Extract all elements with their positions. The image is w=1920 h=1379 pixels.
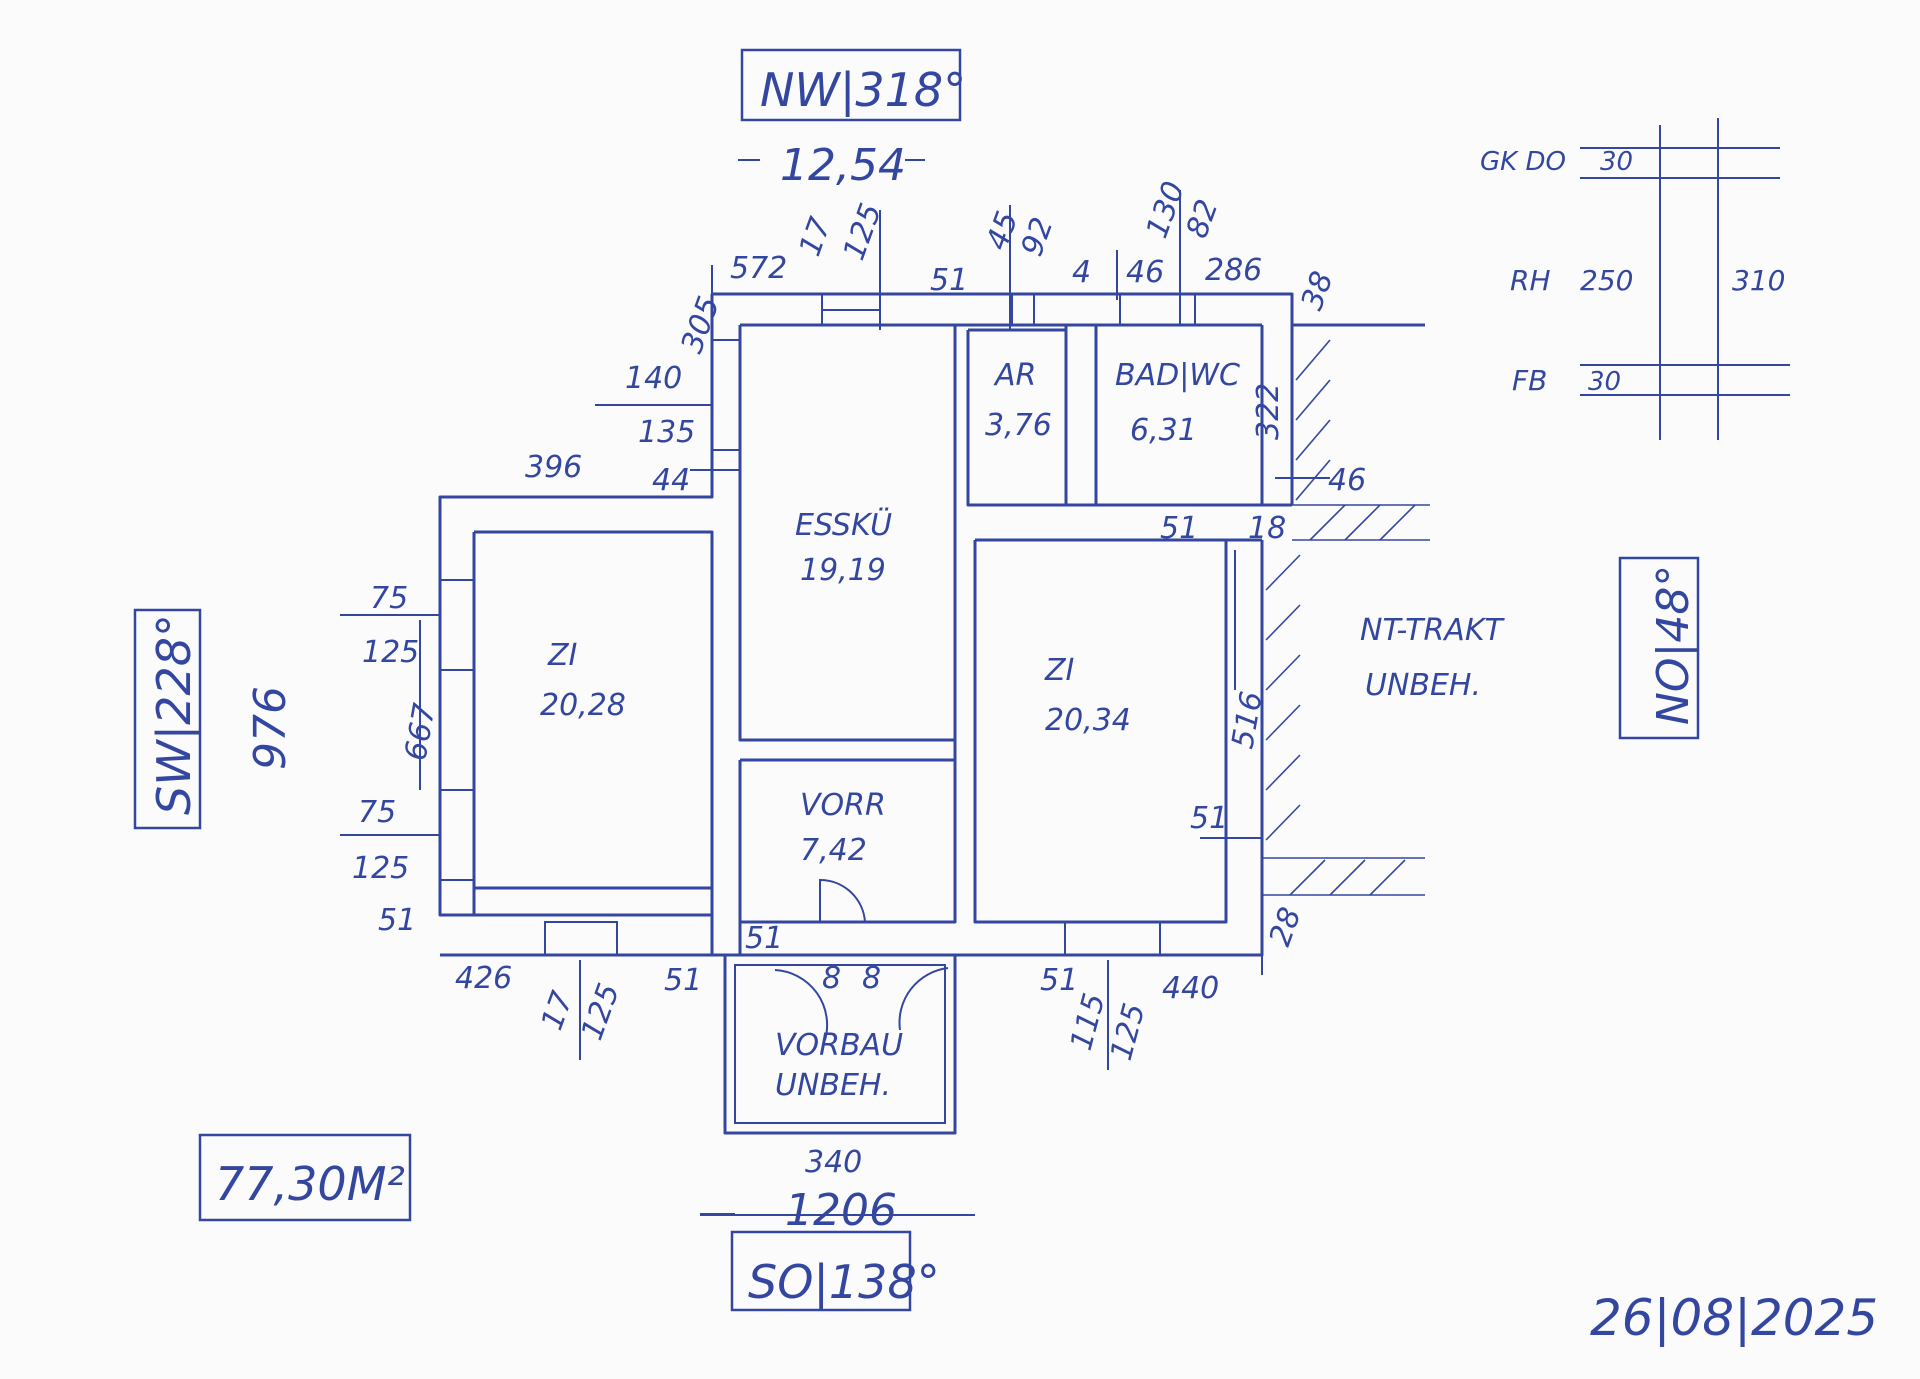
label-nw: NW|318° xyxy=(760,63,966,118)
section-rh: RH xyxy=(1510,264,1551,297)
section-250: 250 xyxy=(1580,264,1633,297)
room-bad-area: 6,31 xyxy=(1130,413,1197,448)
dim-426: 426 xyxy=(455,961,512,996)
dim-38: 38 xyxy=(1295,267,1341,315)
dim-286: 286 xyxy=(1205,253,1262,288)
dim-51e: 51 xyxy=(664,963,702,998)
room-zi-left-area: 20,28 xyxy=(540,688,626,723)
orientation-no: NO|48° xyxy=(1618,556,1700,740)
dim-322: 322 xyxy=(1251,383,1286,440)
hatch-area xyxy=(1262,324,1430,896)
section-gk-do: GK DO xyxy=(1480,147,1566,177)
bottom-length: 1206 xyxy=(785,1185,897,1236)
room-vorr-name: VORR xyxy=(800,788,886,823)
top-length: 12,54 xyxy=(780,140,906,191)
left-height: 976 xyxy=(245,686,296,770)
orientation-sw: SW|228° xyxy=(133,608,202,830)
room-nt-line2: UNBEH. xyxy=(1365,668,1481,703)
room-zi-right-name: ZI xyxy=(1044,653,1075,688)
dim-572: 572 xyxy=(730,251,787,286)
dim-667: 667 xyxy=(398,701,442,763)
section-310: 310 xyxy=(1732,264,1785,297)
room-esskue-area: 19,19 xyxy=(800,553,886,588)
dim-125b: 125 xyxy=(362,635,419,670)
dim-44: 44 xyxy=(652,463,690,498)
orientation-nw: NW|318° xyxy=(740,48,966,122)
section-30a: 30 xyxy=(1600,147,1633,177)
dim-51a: 51 xyxy=(930,263,968,298)
date: 26|08|2025 xyxy=(1590,1289,1878,1347)
dim-51d: 51 xyxy=(1190,801,1228,836)
dim-8a: 8 xyxy=(822,961,841,996)
room-esskue-name: ESSKÜ xyxy=(795,507,892,543)
room-nt-line1: NT-TRAKT xyxy=(1360,613,1505,648)
section-30b: 30 xyxy=(1588,367,1621,397)
room-vorbau-line1: VORBAU xyxy=(775,1028,903,1063)
room-ar-area: 3,76 xyxy=(985,408,1052,443)
dimension-lines xyxy=(340,159,1330,1216)
area-total: 77,30M² xyxy=(198,1133,412,1222)
dim-17a: 17 xyxy=(793,213,839,261)
section-fb: FB xyxy=(1512,364,1547,397)
dim-135: 135 xyxy=(638,415,695,450)
room-ar-name: AR xyxy=(993,358,1036,393)
vorbau-box xyxy=(723,953,957,1135)
dim-75a: 75 xyxy=(370,581,408,616)
dim-125a: 125 xyxy=(837,199,889,265)
dim-4: 4 xyxy=(1072,255,1091,290)
room-bad-name: BAD|WC xyxy=(1115,358,1240,393)
dim-51g: 51 xyxy=(1040,963,1078,998)
room-zi-right-area: 20,34 xyxy=(1045,703,1131,738)
dim-18: 18 xyxy=(1248,511,1286,546)
dim-340: 340 xyxy=(805,1145,862,1180)
dim-75b: 75 xyxy=(358,795,396,830)
dim-125e: 125 xyxy=(1104,1000,1153,1064)
dim-396: 396 xyxy=(525,450,582,485)
dim-140: 140 xyxy=(625,361,682,396)
dim-115: 115 xyxy=(1064,990,1113,1054)
label-so: SO|138° xyxy=(748,1255,940,1310)
dim-51f: 51 xyxy=(745,921,783,956)
dim-17b: 17 xyxy=(535,987,581,1035)
dim-46b: 46 xyxy=(1328,463,1366,498)
orientation-so: SO|138° xyxy=(730,1230,940,1312)
dim-51b: 51 xyxy=(1160,511,1198,546)
area-total-value: 77,30M² xyxy=(215,1157,405,1211)
dim-440: 440 xyxy=(1162,971,1219,1006)
section-sketch: GK DO 30 RH 250 310 FB 30 xyxy=(1480,118,1790,440)
dim-305: 305 xyxy=(675,292,727,358)
dim-46a: 46 xyxy=(1126,255,1164,290)
room-vorr-area: 7,42 xyxy=(800,833,867,868)
room-vorbau-line2: UNBEH. xyxy=(775,1068,891,1103)
label-sw: SW|228° xyxy=(147,614,202,815)
dim-51c: 51 xyxy=(378,903,416,938)
label-no: NO|48° xyxy=(1648,565,1699,725)
interior-walls xyxy=(710,325,1098,955)
dim-8b: 8 xyxy=(862,961,881,996)
dim-28: 28 xyxy=(1263,903,1309,951)
room-zi-left-name: ZI xyxy=(547,638,578,673)
dim-125c: 125 xyxy=(352,851,409,886)
dim-125d: 125 xyxy=(575,979,627,1045)
